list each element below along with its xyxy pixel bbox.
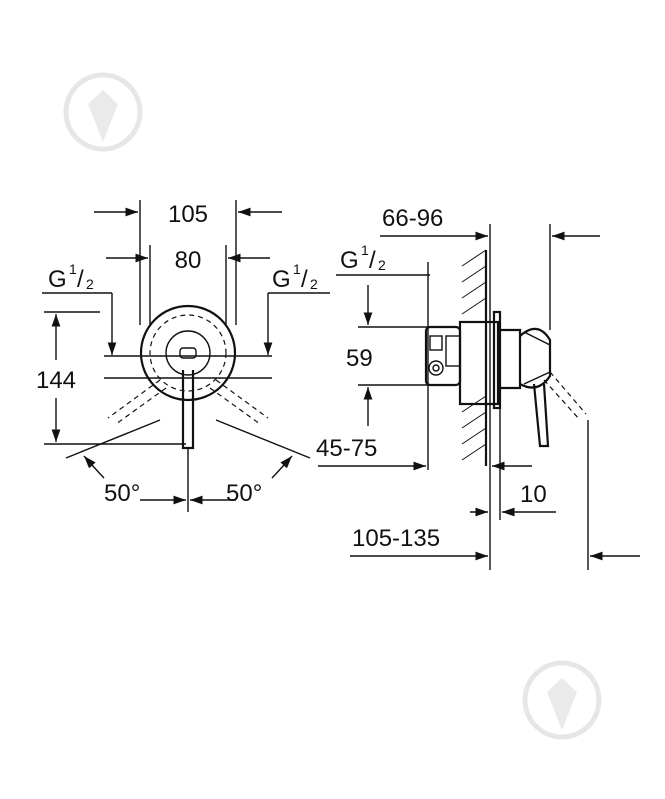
svg-text:2: 2 (378, 257, 386, 273)
svg-text:G: G (272, 266, 291, 293)
watermark-logo-icon (522, 660, 602, 740)
svg-text:1: 1 (69, 261, 77, 277)
valve-body (424, 310, 552, 410)
dim-total-depth: 105-135 (352, 525, 440, 552)
dim-width-plate: 80 (175, 247, 202, 274)
svg-text:G: G (340, 247, 359, 274)
thread-label-left: G 1 / 2 (48, 261, 94, 293)
lever-handle (181, 370, 195, 450)
lever-handle-side (532, 383, 550, 448)
thread-label-side: G 1 / 2 (340, 242, 386, 274)
dim-body-depth: 45-75 (316, 435, 377, 462)
dim-plate-offset: 10 (520, 481, 547, 508)
wall-hatching (461, 249, 487, 461)
svg-text:/: / (369, 247, 376, 274)
svg-text:2: 2 (86, 276, 94, 292)
watermark-logo-icon (63, 72, 143, 152)
svg-text:2: 2 (310, 276, 318, 292)
dim-wall-depth: 66-96 (382, 205, 443, 232)
svg-text:/: / (301, 266, 308, 293)
dim-valve-height: 59 (346, 345, 373, 372)
svg-text:1: 1 (361, 242, 369, 258)
svg-text:/: / (77, 266, 84, 293)
dim-angle-left: 50° (104, 480, 140, 507)
dim-width-overall: 105 (168, 201, 208, 228)
front-view: 105 80 G 1 / 2 G 1 / 2 144 (36, 200, 330, 512)
escutcheon-plate (139, 304, 237, 402)
dim-height-overall: 144 (36, 367, 76, 394)
svg-text:G: G (48, 266, 67, 293)
dim-angle-right: 50° (226, 480, 262, 507)
svg-text:1: 1 (293, 261, 301, 277)
side-view: 66-96 G 1 / 2 59 (316, 205, 640, 570)
thread-label-right: G 1 / 2 (272, 261, 318, 293)
